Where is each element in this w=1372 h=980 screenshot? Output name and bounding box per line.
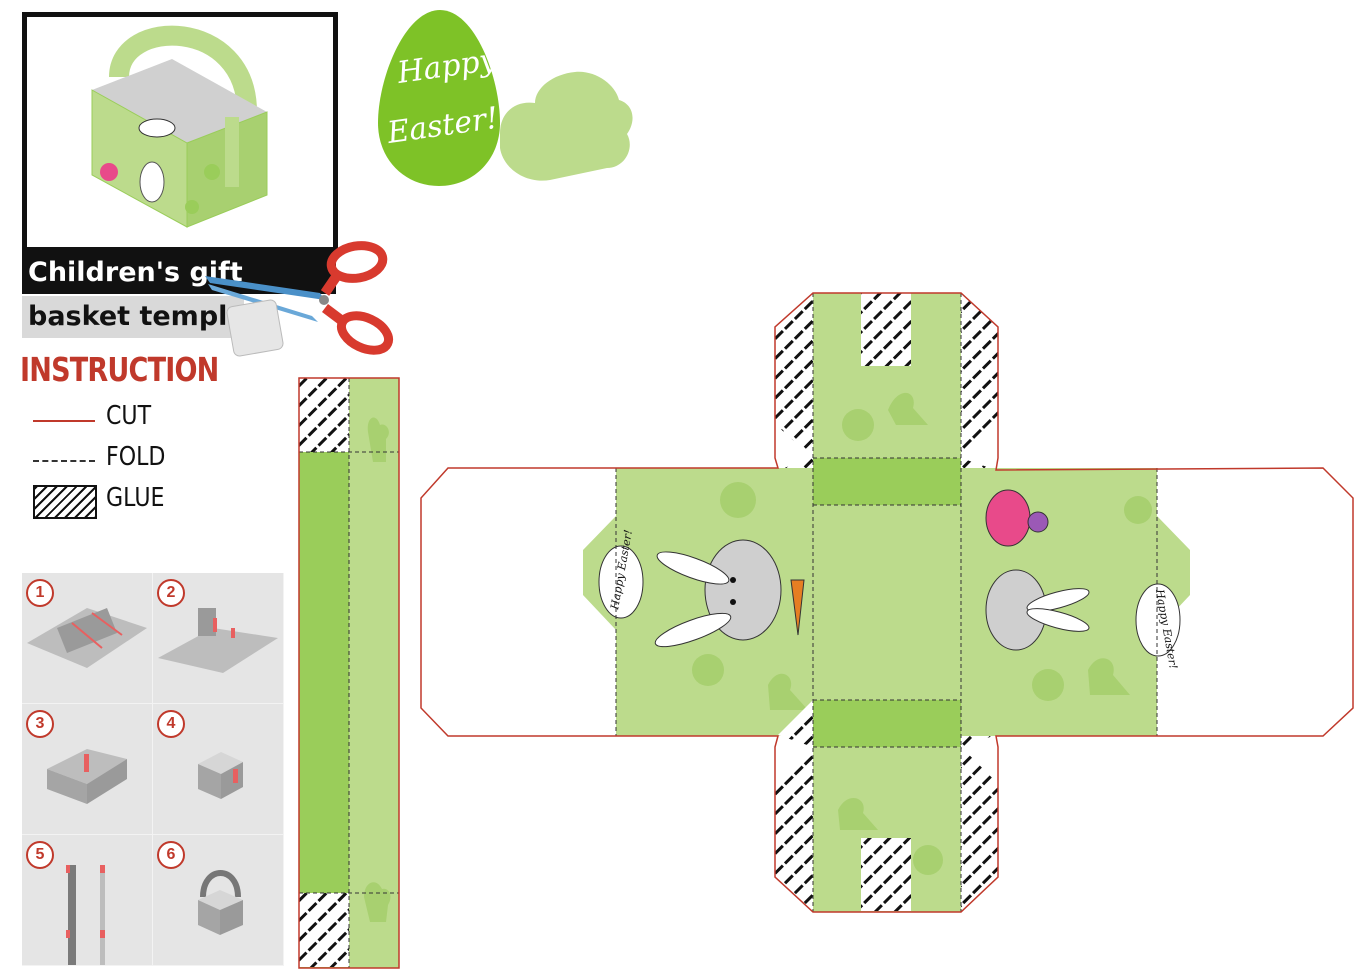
- bunny-icon: [768, 673, 808, 710]
- fold-lines: [615, 293, 1158, 912]
- preview-egg-icon: [100, 163, 118, 181]
- egg-icon: [913, 845, 943, 875]
- step-2-illustration: [158, 608, 278, 673]
- glue-flap-bottom-left: [775, 747, 813, 912]
- glue-flap-top-left: [775, 293, 813, 458]
- assembly-steps: 1 2 3 4: [22, 573, 284, 966]
- step-1: 1: [22, 573, 153, 704]
- scissors-icon: [205, 241, 394, 357]
- glue-corner: [778, 700, 813, 747]
- legend-glue-label: GLUE: [106, 483, 165, 513]
- bunny-icon: [985, 569, 1090, 651]
- cut-outline: [298, 377, 400, 969]
- glue-flap-top: [299, 378, 349, 452]
- handle-outer-strip: [349, 378, 399, 968]
- basket-inside: [92, 59, 267, 143]
- bunny-icon: [888, 392, 928, 425]
- step-6-illustration: [198, 870, 243, 935]
- handle-strip-template: [298, 377, 400, 969]
- cut-outline: [420, 292, 1354, 913]
- step-number: 5: [26, 841, 54, 869]
- step-1-illustration: [27, 608, 147, 668]
- preview-bunny-icon: [139, 161, 165, 203]
- legend-fold-label: FOLD: [106, 442, 166, 472]
- step-4: 4: [153, 704, 284, 835]
- bunny-icon: [367, 417, 389, 462]
- step-4-illustration: [198, 752, 243, 799]
- left-white-flap: [421, 468, 616, 736]
- step-2: 2: [153, 573, 284, 704]
- easter-badge: Happy Easter!: [378, 10, 633, 186]
- egg-icon: [720, 482, 756, 518]
- bunny-silhouette-icon: [500, 71, 633, 181]
- handle-inner-strip: [299, 378, 349, 968]
- title-line-1: Children's gift: [22, 252, 336, 294]
- egg-icon: [842, 409, 874, 441]
- legend-cut-line: [33, 420, 95, 422]
- easter-egg-icon: [378, 10, 500, 186]
- basket-preview: [22, 12, 338, 252]
- legend-cut-label: CUT: [106, 401, 152, 431]
- bunny-icon: [1088, 658, 1130, 695]
- glue-slot-top: [861, 293, 911, 366]
- step-3-illustration: [47, 749, 127, 804]
- center-panel: [813, 505, 961, 700]
- step-number: 2: [157, 579, 185, 607]
- step-number: 1: [26, 579, 54, 607]
- glue-flap-bottom: [299, 893, 349, 967]
- egg-icon: [692, 654, 724, 686]
- top-band: [813, 458, 961, 505]
- bunny-icon: [654, 539, 782, 648]
- label-oval: [1135, 583, 1181, 657]
- legend-glue-swatch: [33, 485, 97, 519]
- instruction-heading: INSTRUCTION: [20, 350, 219, 389]
- basket-handle: [109, 25, 257, 113]
- bunny-icon: [838, 798, 878, 830]
- basket-preview-illustration: [91, 25, 268, 228]
- right-white-flap: [1157, 468, 1353, 736]
- egg-icon: [985, 489, 1031, 547]
- egg-icon: [1032, 669, 1064, 701]
- box-net-template: Happy Easter! Happy Easter!: [420, 292, 1354, 913]
- bottom-band: [813, 700, 961, 747]
- glue-flap-bottom-right: [961, 747, 998, 912]
- glue-slot-bottom: [861, 838, 911, 911]
- preview-egg-pattern-icon: [185, 200, 199, 214]
- bunny-icon: [364, 882, 391, 922]
- preview-label-icon: [138, 118, 176, 138]
- step-number: 3: [26, 710, 54, 738]
- preview-egg-pattern-icon: [204, 164, 220, 180]
- step-6: 6: [153, 835, 284, 966]
- carrot-icon: [790, 579, 805, 636]
- glue-flap-top-right: [961, 293, 998, 458]
- step-5: 5: [22, 835, 153, 966]
- label-oval: [598, 545, 644, 619]
- step-5-illustration: [66, 865, 105, 965]
- step-number: 4: [157, 710, 185, 738]
- legend-fold-line: [33, 460, 95, 462]
- egg-icon: [1124, 496, 1152, 524]
- step-3: 3: [22, 704, 153, 835]
- egg-icon: [1027, 511, 1049, 533]
- step-number: 6: [157, 841, 185, 869]
